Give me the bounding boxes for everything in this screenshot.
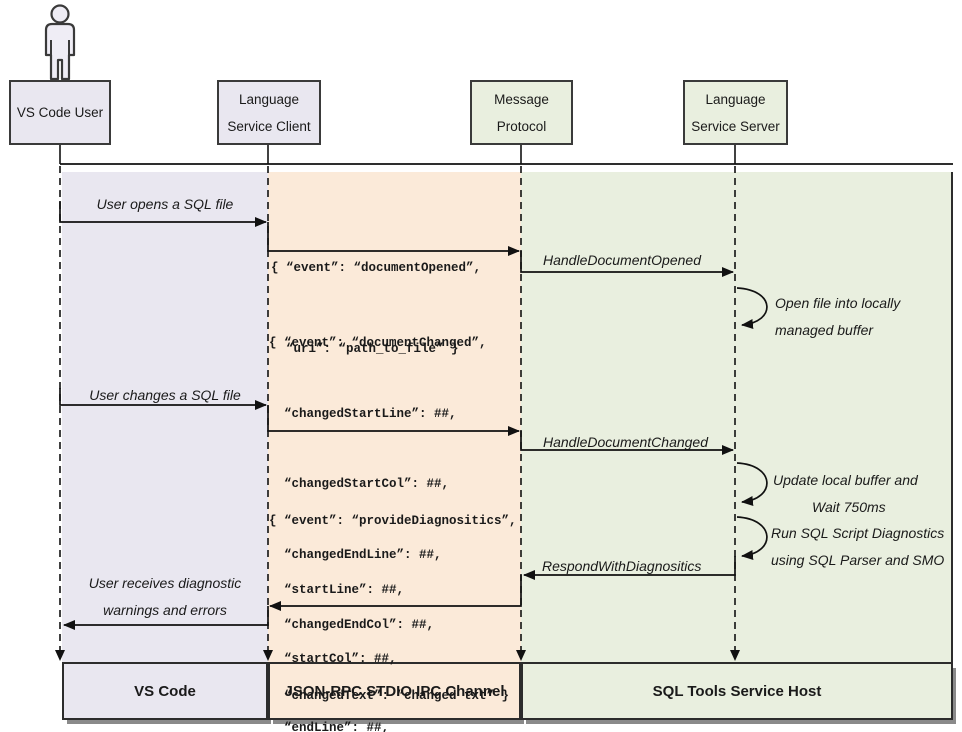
- payload-line: { “event”: “provideDiagnositics”,: [269, 514, 517, 528]
- actor-box-user: VS Code User: [9, 80, 111, 145]
- actor-label-client-1: Language: [238, 91, 300, 107]
- payload-line: “changedStartLine”: ##,: [269, 406, 457, 421]
- note-run-diagnostics-1: Run SQL Script Diagnostics: [771, 525, 945, 541]
- actor-box-client: Language Service Client: [217, 80, 321, 145]
- actor-box-server: Language Service Server: [683, 80, 788, 145]
- footer-box-ipc: JSON-RPC STDIO IPC Channel: [268, 662, 521, 720]
- note-open-file-2: managed buffer: [775, 322, 874, 338]
- payload-line: “startCol”: ##,: [269, 652, 397, 666]
- payload-line: “changedText”: “changed txt” }: [269, 688, 510, 703]
- lifeline-stubs: [59, 145, 736, 164]
- note-update-buffer-1: Update local buffer and: [773, 472, 918, 488]
- vscode-lane: [62, 172, 268, 720]
- actor-label-server-2: Service Server: [691, 118, 780, 134]
- note-open-file-1: Open file into locally: [775, 295, 901, 311]
- payload-line: { “event”: “documentOpened”,: [271, 261, 482, 275]
- message-handle-changed: HandleDocumentChanged: [543, 434, 708, 450]
- actor-label-protocol-1: Message: [494, 91, 549, 107]
- note-run-diagnostics-2: using SQL Parser and SMO: [771, 552, 945, 568]
- message-user-opens: User opens a SQL file: [96, 196, 234, 212]
- message-user-changes: User changes a SQL file: [89, 387, 241, 403]
- ipc-lane: [268, 172, 521, 720]
- actor-label-server-1: Language: [705, 91, 766, 107]
- person-icon: [44, 4, 76, 81]
- message-handle-opened: HandleDocumentOpened: [543, 252, 701, 268]
- payload-line: { “event”: “documentChanged”,: [269, 336, 487, 350]
- actor-label-user: VS Code User: [16, 105, 104, 120]
- payload-line: “changedEndCol”: ##,: [269, 618, 435, 632]
- actor-label-client-2: Service Client: [227, 118, 311, 134]
- note-update-buffer-2: Wait 750ms: [812, 499, 886, 515]
- message-user-receives-1: User receives diagnostic: [88, 575, 242, 591]
- payload-line: “endLine”: ##,: [269, 721, 390, 732]
- message-respond-diag: RespondWithDiagnositics: [542, 558, 702, 574]
- payload-line: “uri”: “path_to_file” }: [271, 342, 459, 356]
- footer-box-host: SQL Tools Service Host: [521, 662, 953, 720]
- payload-line: “changedStartCol”: ##,: [269, 477, 450, 491]
- payload-provide-diagnostics: { “event”: “provideDiagnositics”, “start…: [269, 464, 517, 732]
- actor-box-protocol: Message Protocol: [470, 80, 573, 145]
- footer-label-vscode: VS Code: [134, 682, 196, 700]
- message-user-receives-2: warnings and errors: [103, 602, 227, 618]
- footer-label-ipc: JSON-RPC STDIO IPC Channel: [284, 682, 505, 700]
- payload-document-opened: { “event”: “documentOpened”, “uri”: “pat…: [271, 201, 481, 417]
- footer-box-vscode: VS Code: [62, 662, 268, 720]
- payload-line: “changedEndLine”: ##,: [269, 547, 442, 562]
- footer-label-host: SQL Tools Service Host: [652, 682, 822, 700]
- actor-label-protocol-2: Protocol: [496, 118, 547, 134]
- payload-line: “startLine”: ##,: [269, 583, 405, 597]
